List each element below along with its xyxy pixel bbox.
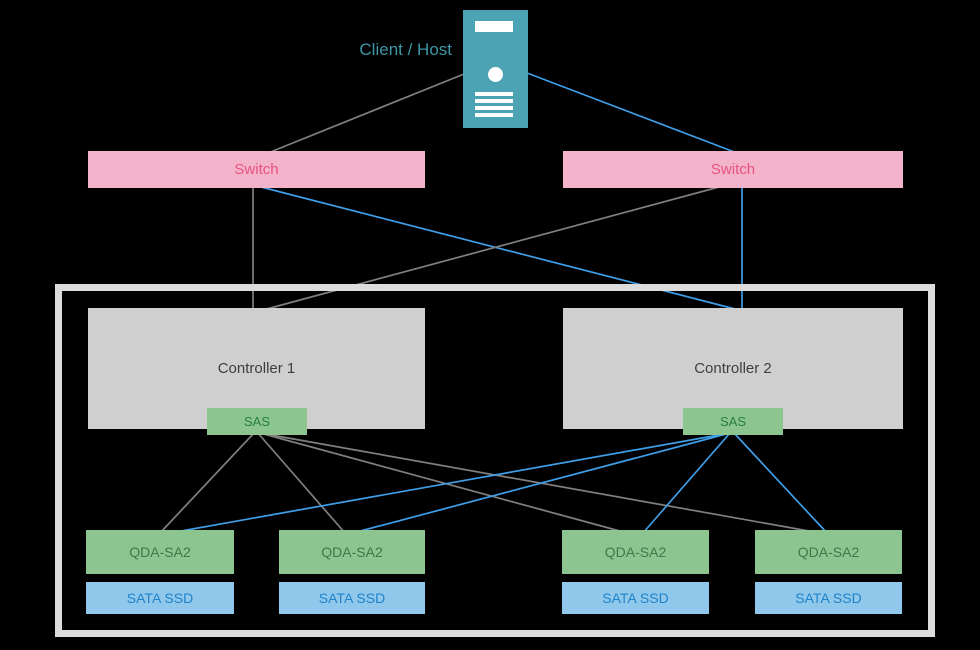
switch-1-box: Switch xyxy=(88,151,425,188)
adapter-qda-sa2-4: QDA-SA2 xyxy=(755,530,902,574)
drive-sata-ssd-1: SATA SSD xyxy=(86,582,234,614)
connection-sas-1-qda-2 xyxy=(256,431,346,534)
drive-sata-ssd-2: SATA SSD xyxy=(279,582,425,614)
server-vent-stripe xyxy=(475,99,513,103)
connection-sas-2-qda-1 xyxy=(169,432,731,534)
connection-sas-1-qda-1 xyxy=(159,431,256,534)
server-vent-stripe xyxy=(475,92,513,96)
adapter-qda-sa2-1: QDA-SA2 xyxy=(86,530,234,574)
drive-sata-ssd-3: SATA SSD xyxy=(562,582,709,614)
adapter-qda-sa2-3: QDA-SA2 xyxy=(562,530,709,574)
connection-server-switch-1 xyxy=(267,73,465,154)
server-icon xyxy=(463,10,528,128)
server-vent-stripe xyxy=(475,106,513,110)
connection-server-switch-2 xyxy=(526,72,738,154)
connection-sas-2-qda-4 xyxy=(733,432,828,534)
adapter-qda-sa2-2: QDA-SA2 xyxy=(279,530,425,574)
connection-sas-2-qda-2 xyxy=(352,432,731,534)
sas-port-1: SAS xyxy=(207,408,307,435)
server-drive-slot xyxy=(475,21,513,32)
storage-enclosure-outline xyxy=(55,284,935,637)
client-host-label: Client / Host xyxy=(359,40,452,59)
server-vent-stripe xyxy=(475,113,513,117)
sas-port-2: SAS xyxy=(683,408,783,435)
server-power-button xyxy=(488,67,503,82)
drive-sata-ssd-4: SATA SSD xyxy=(755,582,902,614)
switch-2-box: Switch xyxy=(563,151,903,188)
connection-sas-2-qda-3 xyxy=(642,432,731,534)
connection-sas-1-qda-3 xyxy=(259,432,628,534)
